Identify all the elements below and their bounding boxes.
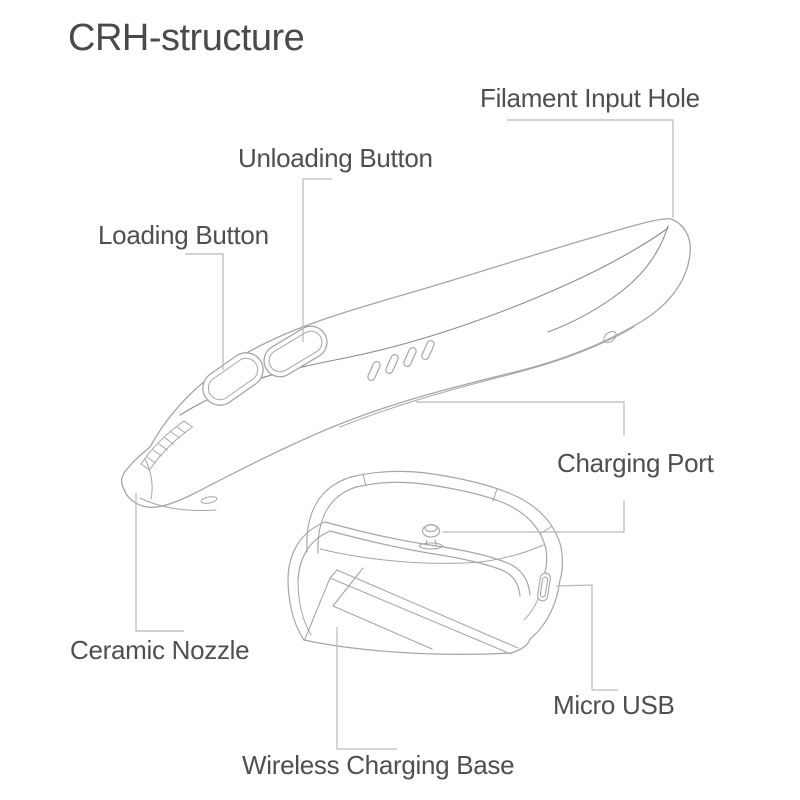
underside-detail-oval (200, 496, 218, 504)
grip-texture-band (140, 420, 193, 471)
base-back-arch-inner (317, 481, 548, 573)
loading-button-leader (185, 253, 224, 370)
unloading-button-shape (263, 325, 328, 378)
pen-illustration (121, 218, 691, 512)
base-bottom-right-corner (510, 638, 531, 654)
pen-body-outline (121, 218, 691, 509)
leader-lines (135, 119, 674, 750)
base-front-rim-inner (297, 530, 521, 597)
base-bottom-edge (303, 639, 512, 655)
charging-port-lower-leader (442, 500, 625, 533)
rear-underside-notch (603, 330, 617, 344)
micro-usb-leader (555, 584, 618, 691)
filament-input-hole-leader (507, 119, 674, 218)
charging-base-illustration (287, 470, 563, 655)
nozzle-cone-line (144, 458, 153, 500)
base-front-rim-outer (287, 521, 531, 596)
unloading-button-leader (302, 178, 332, 342)
vent-slots (367, 339, 435, 382)
label-unloading-button: Unloading Button (238, 143, 433, 173)
wireless-base-leader (336, 627, 397, 750)
base-left-edge (287, 577, 305, 641)
base-right-edge (529, 579, 561, 640)
base-left-inner-edge (297, 580, 312, 636)
label-ceramic-nozzle: Ceramic Nozzle (70, 635, 250, 665)
base-wedge-lines (304, 567, 519, 655)
micro-usb-port (537, 572, 551, 602)
pen-rear-crease-line (547, 225, 669, 333)
label-charging-port: Charging Port (557, 448, 714, 478)
charging-pin-knob (418, 523, 444, 550)
base-back-arch-outer (306, 470, 563, 581)
pen-tip-bottom-inner-line (139, 497, 217, 512)
base-saddle-curve (319, 544, 544, 564)
label-filament-input-hole: Filament Input Hole (480, 83, 700, 113)
label-wireless-charging-base: Wireless Charging Base (242, 750, 515, 780)
label-loading-button: Loading Button (98, 220, 269, 250)
charging-port-upper-leader (416, 401, 625, 436)
pen-bottom-inner-line (339, 326, 635, 428)
page-title: CRH-structure (68, 17, 305, 59)
ceramic-nozzle-leader (135, 493, 184, 632)
pen-top-crease-line (179, 227, 669, 416)
label-micro-usb: Micro USB (553, 690, 675, 720)
